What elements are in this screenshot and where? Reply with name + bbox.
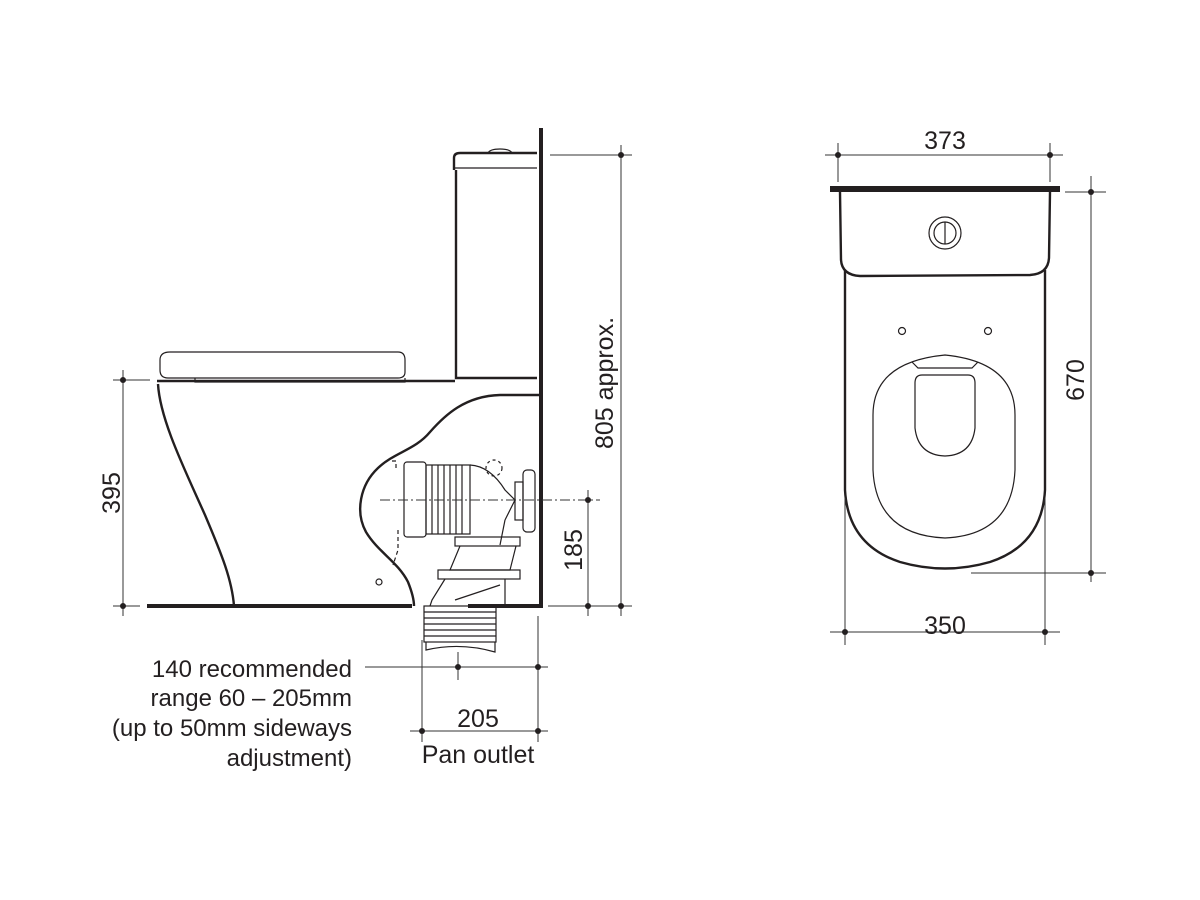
overall-height-label: 805 approx. xyxy=(591,317,619,449)
toilet-seat-side xyxy=(159,351,406,383)
seat-height-dimension: 395 xyxy=(98,370,150,616)
seat-hole-right xyxy=(983,326,993,336)
wall-top-bar xyxy=(830,186,1060,192)
pan-body-side xyxy=(156,379,539,607)
pan-outline-top xyxy=(843,270,1047,570)
flush-button-icon xyxy=(928,216,962,250)
depth-label: 670 xyxy=(1062,359,1090,401)
outlet-width-label: 205 xyxy=(457,705,499,733)
cistern-width-dimension: 373 xyxy=(825,127,1063,182)
seat-outline-top xyxy=(872,354,1016,539)
cistern-width-label: 373 xyxy=(924,127,966,155)
setout-note-line-3: (up to 50mm sideways xyxy=(112,715,352,742)
setout-note-line-1: 140 recommended xyxy=(152,656,352,683)
side-view: 395 185 805 approx. 205 Pan ou xyxy=(98,128,632,772)
outlet-height-label: 185 xyxy=(560,529,588,571)
pan-width-dimension: 350 xyxy=(830,498,1060,645)
cistern-side xyxy=(452,148,537,380)
seat-height-label: 395 xyxy=(98,472,126,514)
seat-hole-left xyxy=(897,326,907,336)
pan-outlet-caption: Pan outlet xyxy=(422,741,535,769)
outlet-height-dimension: 185 xyxy=(548,490,600,616)
plan-view: 373 350 670 xyxy=(825,127,1106,645)
depth-dimension: 670 xyxy=(971,176,1106,582)
setout-note-line-2: range 60 – 205mm xyxy=(151,685,352,712)
setout-dimension: 205 Pan outlet 140 recommended range 60 … xyxy=(112,616,548,772)
cistern-top xyxy=(838,191,1052,278)
pan-width-label: 350 xyxy=(924,612,966,640)
overall-height-dimension: 805 approx. xyxy=(550,145,632,616)
pan-connector xyxy=(403,459,536,653)
bowl-opening xyxy=(914,374,976,457)
setout-note-line-4: adjustment) xyxy=(227,745,352,772)
